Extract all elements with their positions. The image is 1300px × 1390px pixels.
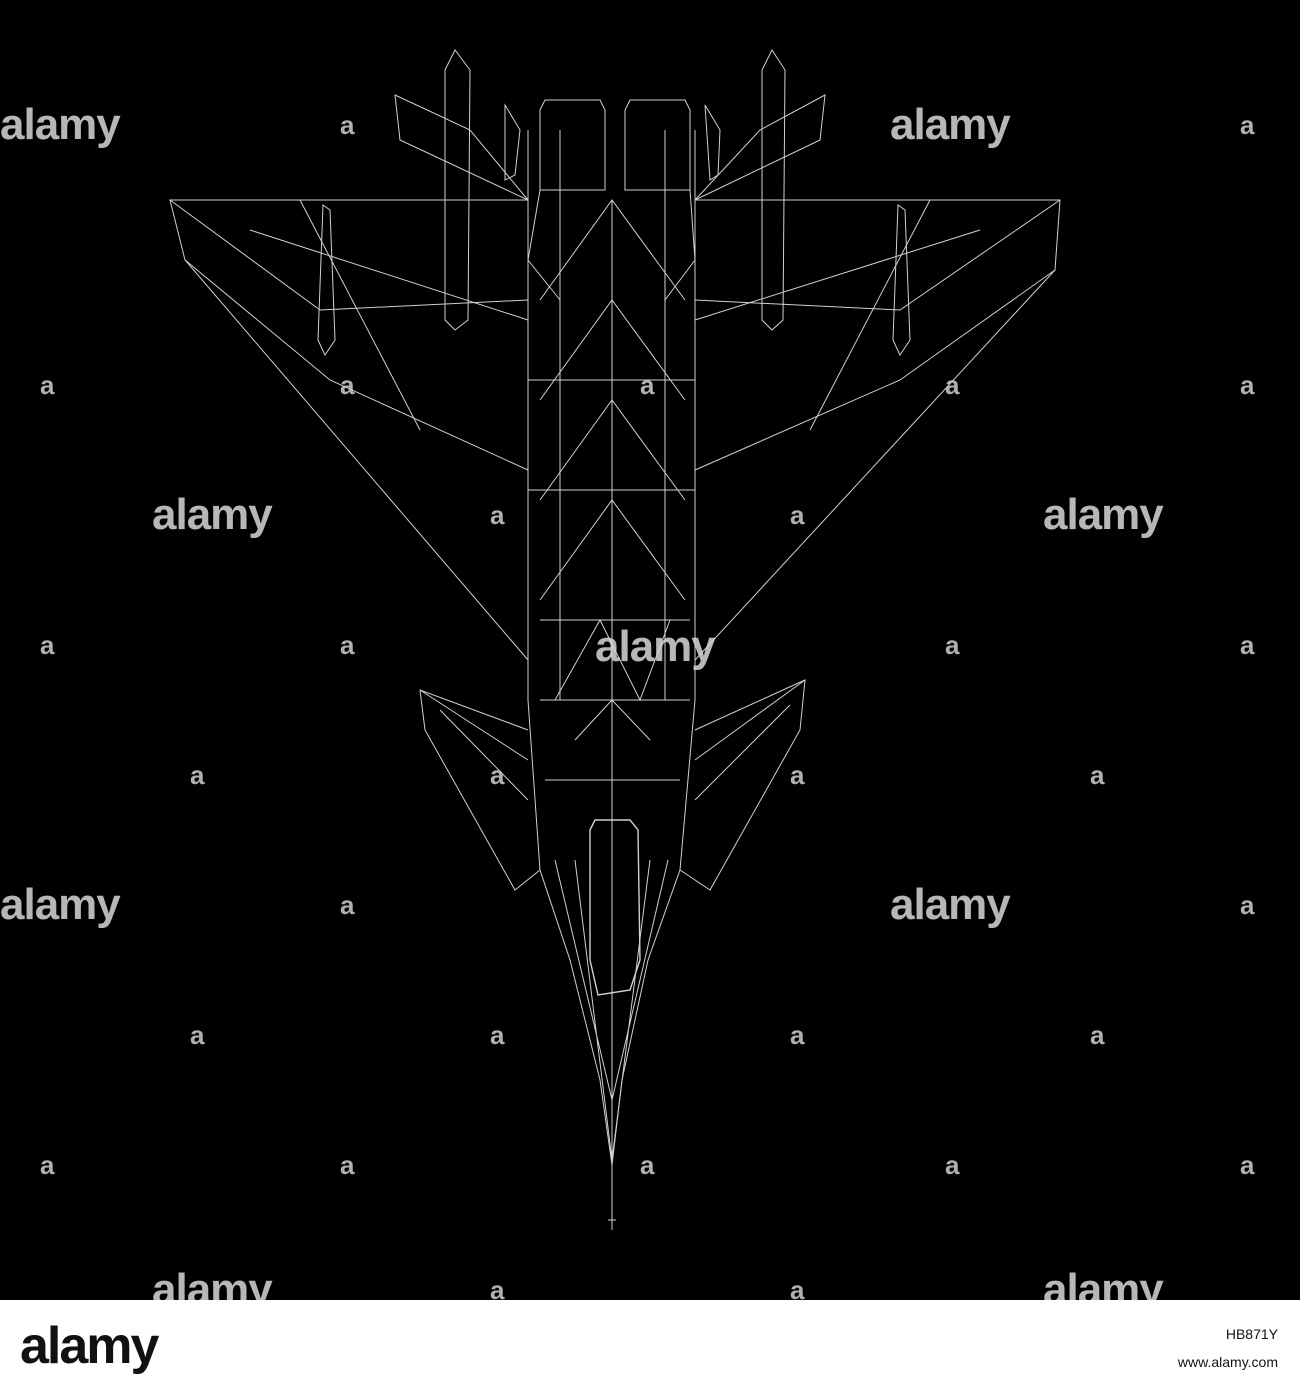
left-store [317,204,336,357]
image-id: HB871Y [1225,1326,1278,1342]
watermark-mark: a [340,1150,355,1180]
right-nozzle [624,99,691,191]
watermark-mark: a [640,1150,655,1180]
watermark-text: alamy [1043,490,1164,539]
right-pylon [704,104,721,181]
right-store [892,204,911,357]
watermark-mark: a [1240,630,1255,660]
watermark-mark: a [945,630,960,660]
watermark-mark: a [945,1150,960,1180]
footer-logo: alamy [20,1317,159,1375]
right-wing [694,199,1061,661]
watermark-mark: a [1240,370,1255,400]
watermark-mark: a [1090,1020,1105,1050]
watermark-mark: a [490,1020,505,1050]
right-fin [761,48,786,331]
watermark-mark: a [340,370,355,400]
right-tailplane [679,679,806,891]
watermark-text: alamy [0,100,121,149]
watermark-mark: a [640,370,655,400]
left-fin [444,49,471,331]
watermark-text: alamy [152,490,273,539]
watermark-mark: a [790,1275,805,1305]
watermark-mark: a [340,890,355,920]
watermark-mark: a [40,1150,55,1180]
watermark-mark: a [40,370,55,400]
watermark-mark: a [190,1020,205,1050]
watermark-mark: a [340,110,355,140]
left-tailplane [419,689,541,891]
watermark-mark: a [1240,110,1255,140]
jet-wireframe [169,48,1061,1230]
watermark-mark: a [190,760,205,790]
watermark-mark: a [1090,760,1105,790]
footer-strip: alamy HB871Y www.alamy.com [0,1300,1300,1390]
right-fin-support [694,94,826,201]
left-pylon [504,103,521,181]
watermark-text: alamy [595,622,716,671]
watermark-mark: a [490,1275,505,1305]
watermark-text: alamy [890,100,1011,149]
watermark-mark: a [790,500,805,530]
watermark-mark: a [40,630,55,660]
left-fin-support [394,94,529,201]
watermark-mark: a [340,630,355,660]
left-wing [169,199,529,661]
watermark-text: alamy [890,880,1011,929]
watermark-mark: a [490,760,505,790]
watermark-mark: a [1240,1150,1255,1180]
left-nozzle [539,99,606,191]
watermark-mark: a [490,500,505,530]
site-url[interactable]: www.alamy.com [1177,1354,1278,1370]
wireframe-scene: alamy alamy alamy alamy alamy alamy alam… [0,48,1255,1314]
watermark-mark: a [945,370,960,400]
watermark-mark: a [1240,890,1255,920]
watermark-mark: a [790,1020,805,1050]
canopy [589,819,641,996]
watermark-text: alamy [0,880,121,929]
watermark-mark: a [790,760,805,790]
